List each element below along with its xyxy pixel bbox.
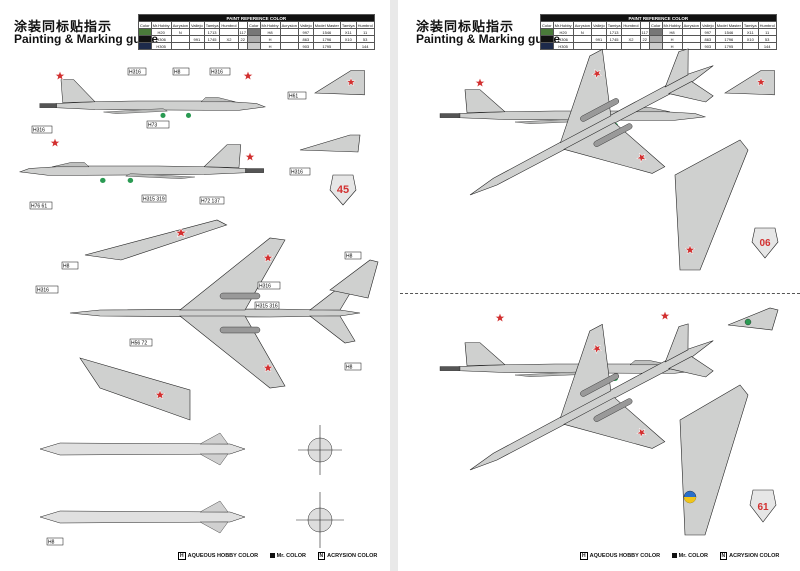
svg-text:H315 316: H315 316 [256,304,278,310]
color-badge: H56 72 [129,338,153,347]
svg-text:H316: H316 [37,288,49,294]
tail-number-plate-top: 06 [751,227,779,259]
color-badge: H8 [46,537,64,546]
left-side-view-1 [39,70,266,119]
svg-text:H8: H8 [346,254,353,260]
svg-text:H316: H316 [259,284,271,290]
page-title-cn: 涂装同标贴指示 [14,19,113,34]
svg-text:H76 61: H76 61 [31,204,47,210]
tail-number-plate-bottom: 61 [749,489,777,523]
color-badge: H315 319 [141,194,167,203]
right-tail-fin-small-1 [725,71,775,95]
svg-text:H316: H316 [129,70,141,76]
right-tail-fin-small-2 [727,307,779,331]
color-badge: H8 [344,251,362,260]
color-badge: H61 [287,91,307,100]
svg-text:H8: H8 [48,540,55,546]
svg-text:H316: H316 [211,70,223,76]
svg-text:H73: H73 [148,123,157,129]
page-title-cn: 涂装同标贴指示 [416,19,515,34]
left-tail-fin-small-2 [299,134,361,153]
page-title-en: Painting & Marking guide [14,32,159,46]
left-missile-1 [39,432,246,466]
left-wing-upper [85,220,227,260]
page-fold [390,0,398,571]
tail-number: 06 [759,238,771,249]
color-badge: H76 61 [29,201,53,210]
left-page: 涂装同标贴指示 Painting & Marking guide PAINT R… [0,0,386,571]
tail-number: 61 [757,502,769,513]
svg-text:H61: H61 [289,94,298,100]
svg-text:H8: H8 [63,264,70,270]
section-divider [400,293,800,294]
paint-callouts-left: H316 H8 H316 H73 H61 H316 H316 H76 61 H3… [29,67,362,546]
left-missile-2 [39,500,246,534]
svg-text:H8: H8 [174,70,181,76]
svg-text:H56 72: H56 72 [131,341,147,347]
color-badge: H316 [209,67,231,76]
svg-text:H72 137: H72 137 [201,199,220,205]
left-side-view-2 [19,137,265,184]
left-tail-fin-small [315,71,365,95]
color-badge: H315 316 [254,301,280,310]
svg-text:H8: H8 [346,365,353,371]
color-badge: H8 [61,261,79,270]
left-wing-lower [79,357,191,421]
color-badge: H316 [257,281,281,290]
color-badge: H316 [289,167,311,176]
color-badge: H8 [172,67,190,76]
svg-text:H316: H316 [33,128,45,134]
svg-text:H316: H316 [291,170,303,176]
color-badge: H316 [31,125,53,134]
right-page: 涂装同标贴指示 Painting & Marking guide PAINT R… [400,0,800,571]
tail-number-plate: 45 [329,174,357,206]
color-badge: H316 [127,67,147,76]
svg-text:H315 319: H315 319 [143,197,165,203]
left-top-view [70,238,360,388]
paint-reference-table: PAINT REFERENCE COLOR Color Mr.Hobby Acr… [138,14,375,50]
page-title-en: Painting & Marking guide [416,32,561,46]
color-badge: H316 [35,285,59,294]
right-fin-large-2 [679,384,749,536]
missile-front-view [296,425,344,548]
left-right-fin [329,259,379,299]
color-badge: H72 137 [199,196,225,205]
color-badge: H8 [344,362,362,371]
right-fin-large-1 [674,139,749,271]
color-badge: H73 [146,120,170,129]
tail-number: 45 [337,184,349,196]
